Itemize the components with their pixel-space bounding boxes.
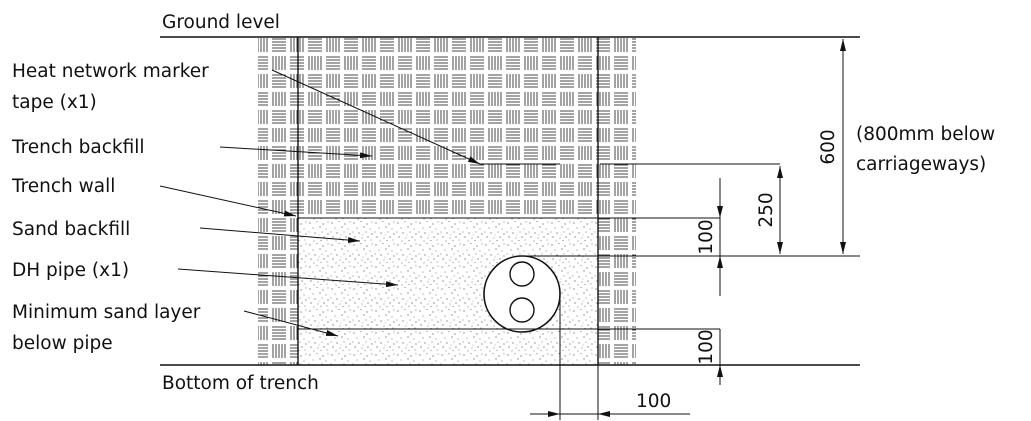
min-sand-label-line2: below pipe	[12, 333, 113, 354]
ground-level-label: Ground level	[162, 12, 280, 33]
leader-min-sand	[243, 310, 339, 337]
trench-backfill-label: Trench backfill	[11, 137, 145, 158]
dim-600-label: 600	[818, 129, 839, 164]
trench-wall-label: Trench wall	[11, 176, 115, 197]
carriageway-note-line2: carriageways)	[856, 154, 986, 175]
dim-side-label: 100	[636, 391, 671, 412]
carriageway-note-line1: (800mm below	[856, 124, 995, 145]
leader-dh-pipe	[177, 268, 399, 288]
leader-trench-backfill	[219, 146, 373, 159]
ground-hatch-right	[598, 37, 636, 365]
bottom-of-trench-label: Bottom of trench	[162, 373, 319, 394]
dh-pipe-label: DH pipe (x1)	[12, 260, 129, 281]
dh-pipe-return	[509, 297, 535, 323]
dh-pipe-flow	[509, 261, 535, 287]
dim-100-above-label: 100	[696, 219, 717, 254]
ground-hatch-left	[258, 37, 298, 365]
trench-backfill-hatch	[298, 37, 598, 218]
marker-tape-label-line2: tape (x1)	[12, 92, 97, 113]
leader-marker-tape	[271, 69, 481, 165]
dim-250-label: 250	[756, 192, 777, 227]
marker-tape-label-line1: Heat network marker	[12, 61, 209, 82]
dim-100-below-label: 100	[696, 329, 717, 364]
leader-sand-backfill	[199, 227, 361, 244]
leader-trench-wall	[159, 185, 297, 217]
min-sand-label-line1: Minimum sand layer	[12, 302, 201, 323]
sand-backfill-label: Sand backfill	[12, 219, 130, 240]
